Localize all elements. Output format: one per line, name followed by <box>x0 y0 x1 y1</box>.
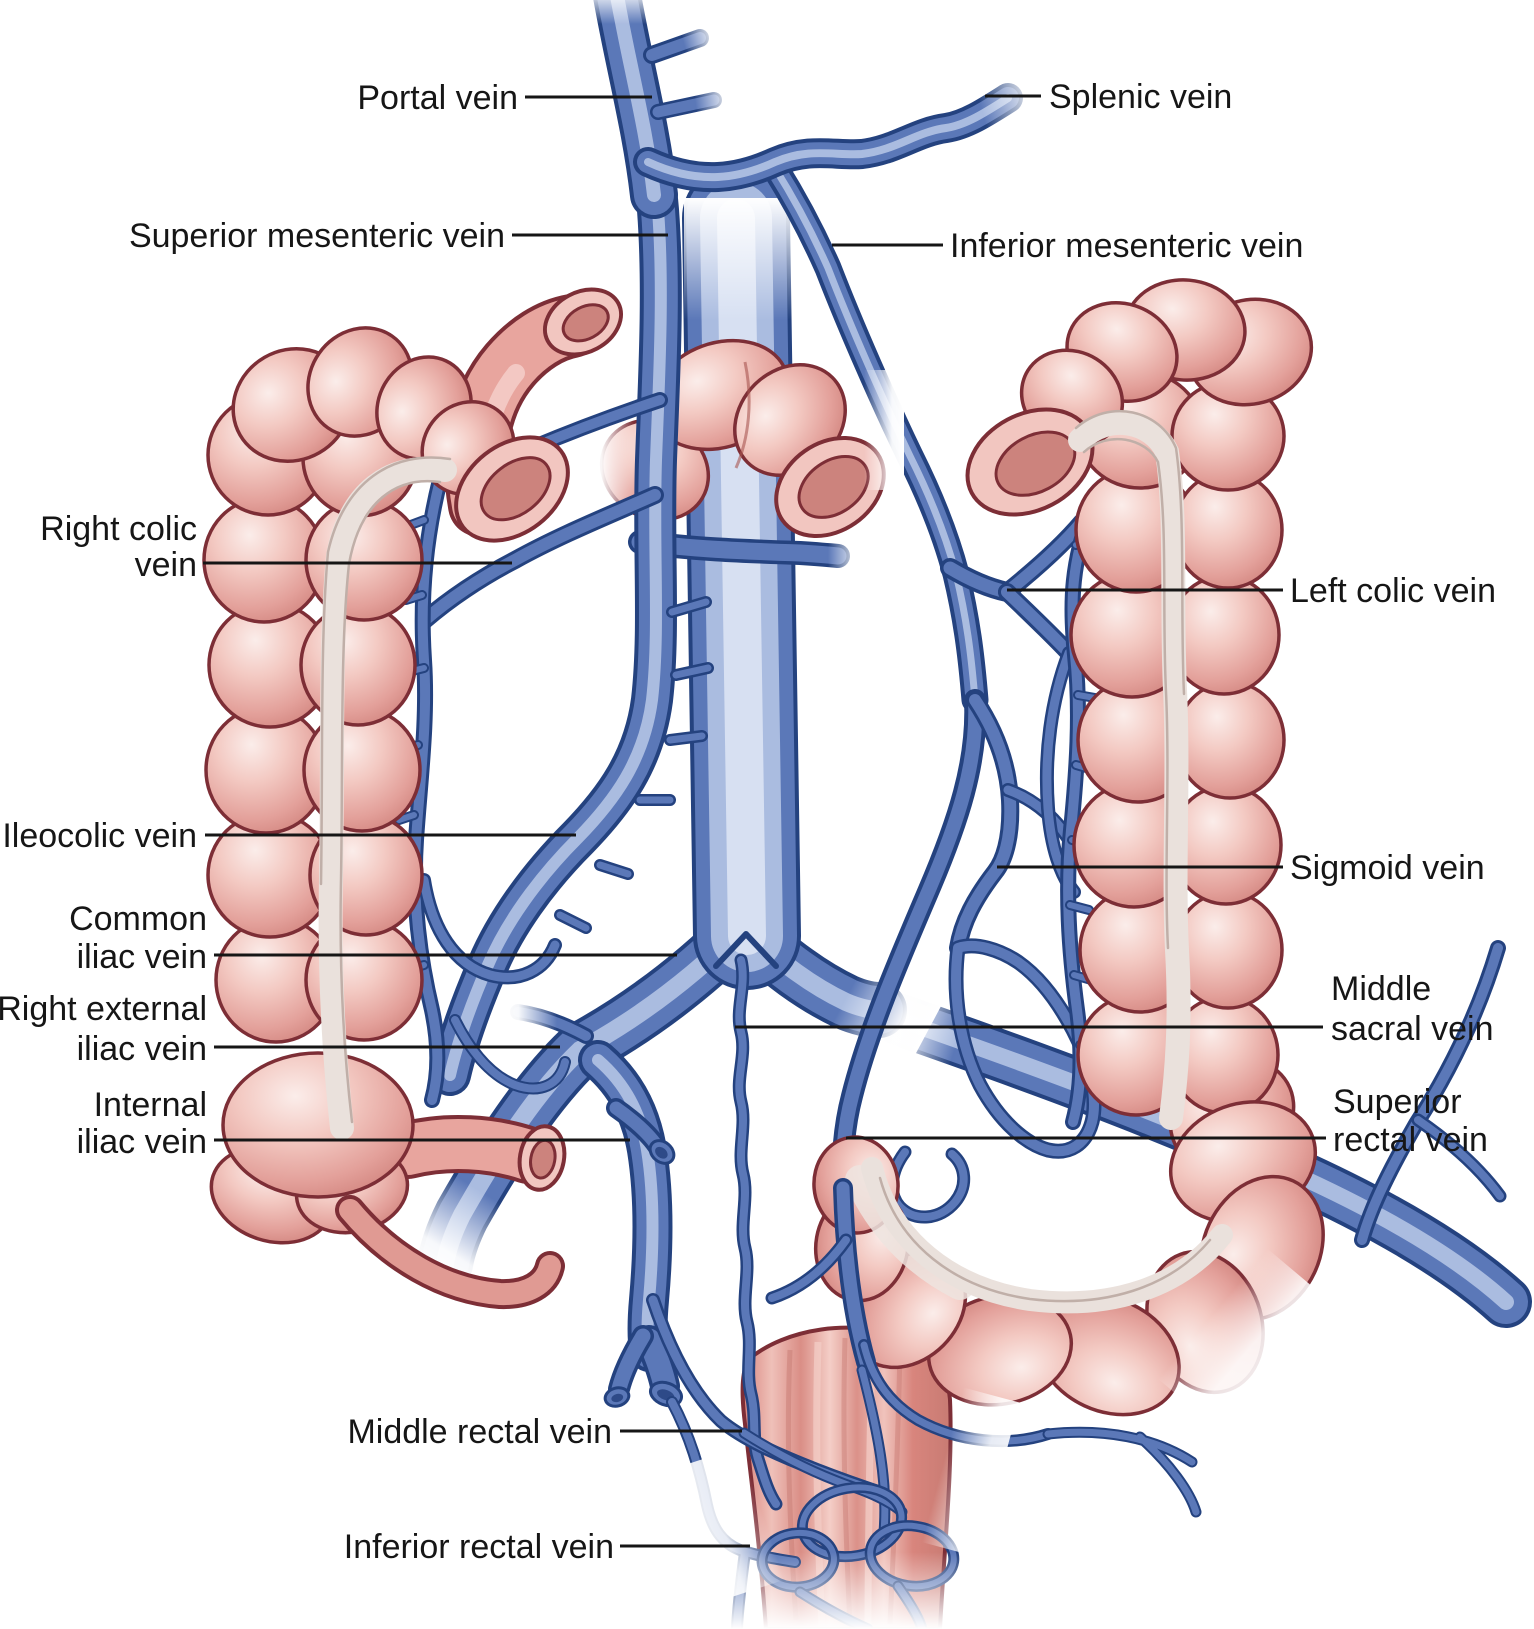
label-superior-rectal-vein-line2: rectal vein <box>1333 1121 1488 1159</box>
label-splenic-vein: Splenic vein <box>1049 78 1232 116</box>
label-inferior-mesenteric-vein: Inferior mesenteric vein <box>950 227 1303 265</box>
edge-fades <box>560 0 1323 1629</box>
sigmoid-colon <box>812 1100 1325 1417</box>
label-portal-vein: Portal vein <box>357 79 518 117</box>
label-middle-sacral-vein-line2: sacral vein <box>1331 1010 1494 1048</box>
duodenum-stub <box>476 287 624 505</box>
label-common-iliac-vein-line2: iliac vein <box>77 938 207 976</box>
label-superior-mesenteric-vein: Superior mesenteric vein <box>129 217 505 255</box>
ascending-colon <box>202 326 570 1294</box>
label-common-iliac-vein-line1: Common <box>69 900 207 938</box>
label-right-external-iliac-vein-line2: iliac vein <box>77 1030 207 1068</box>
internal-iliac-vein-vessel <box>598 1060 683 1408</box>
portal-and-superior-mesenteric-vein-vessel <box>450 0 746 1075</box>
label-ileocolic-vein: Ileocolic vein <box>2 817 197 855</box>
label-superior-rectal-vein-line1: Superior <box>1333 1083 1462 1121</box>
label-right-colic-vein-line2: vein <box>135 546 197 584</box>
jejunum-crossing-segment <box>588 338 904 539</box>
label-right-external-iliac-vein-line1: Right external <box>0 990 207 1028</box>
label-middle-rectal-vein: Middle rectal vein <box>347 1413 612 1451</box>
left-renal-vein-vessel <box>640 536 873 576</box>
label-inferior-rectal-vein: Inferior rectal vein <box>344 1528 614 1566</box>
label-internal-iliac-vein-line2: iliac vein <box>77 1123 207 1161</box>
label-left-colic-vein: Left colic vein <box>1290 572 1496 610</box>
labels: Portal vein Splenic vein Superior mesent… <box>0 78 1496 1566</box>
label-sigmoid-vein: Sigmoid vein <box>1290 849 1485 887</box>
splenic-vein-vessel <box>648 53 1066 177</box>
label-right-colic-vein-line1: Right colic <box>40 510 197 548</box>
inferior-vena-cava <box>684 198 812 966</box>
leader-lines <box>203 94 1326 1548</box>
label-internal-iliac-vein-line1: Internal <box>94 1086 207 1124</box>
label-middle-sacral-vein-line1: Middle <box>1331 970 1431 1008</box>
